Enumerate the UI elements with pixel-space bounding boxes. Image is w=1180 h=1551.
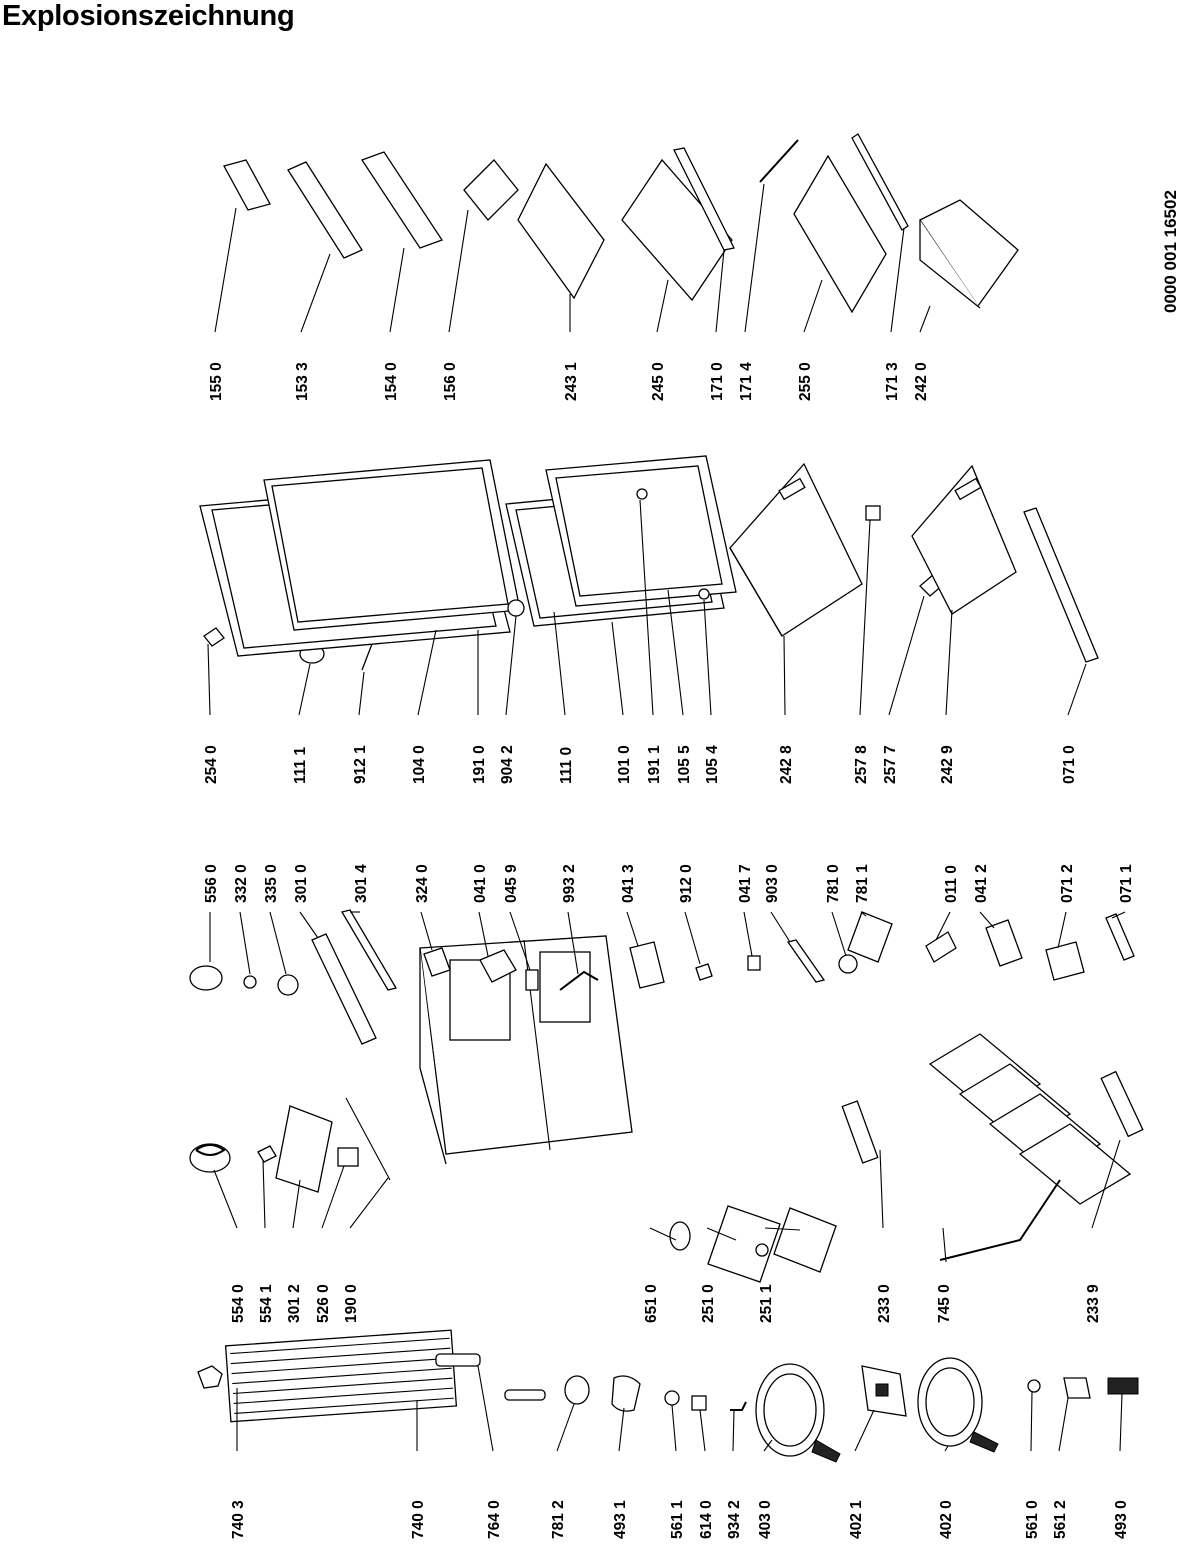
part-number-c3-7811: 781 1 — [854, 864, 871, 903]
part-number-c3-0712: 071 2 — [1059, 864, 1076, 903]
document-number: 0000 001 16502 — [1161, 190, 1180, 313]
part-drawing — [189, 909, 1135, 1045]
part-number-c3-9932: 993 2 — [561, 864, 578, 903]
part-number-c1-6140: 614 0 — [698, 1500, 715, 1539]
part-number-c5-1540: 154 0 — [383, 362, 400, 401]
part-number-c5-2431: 243 1 — [563, 362, 580, 401]
part-number-c3-0459: 045 9 — [503, 864, 520, 903]
part-number-labels: 740 3 740 0 764 0 781 2 493 1 561 1 614 0 934 2… — [203, 362, 1135, 1539]
part-number-c1-5610: 561 0 — [1024, 1500, 1041, 1539]
part-number-c1-9342: 934 2 — [726, 1500, 743, 1539]
part-number-c2-2510: 251 0 — [700, 1284, 717, 1323]
part-number-c3-5560: 556 0 — [203, 864, 220, 903]
part-drawings — [189, 133, 1144, 1463]
part-number-c3-7810: 781 0 — [825, 864, 842, 903]
part-number-c4-2577: 257 7 — [882, 745, 899, 784]
part-drawing — [199, 455, 1099, 671]
part-number-c2-2330: 233 0 — [876, 1284, 893, 1323]
part-number-c4-1110: 111 0 — [558, 747, 575, 784]
part-number-c3-9120: 912 0 — [678, 864, 695, 903]
part-number-c4-2578: 257 8 — [853, 745, 870, 784]
part-number-c3-3350: 335 0 — [263, 864, 280, 903]
part-number-c4-9121: 912 1 — [352, 745, 369, 784]
part-number-c4-1040: 104 0 — [411, 745, 428, 784]
part-number-c1-4930: 493 0 — [1113, 1500, 1130, 1539]
part-number-c3-0412: 041 2 — [973, 864, 990, 903]
part-number-c3-9030: 903 0 — [764, 864, 781, 903]
part-drawing — [223, 133, 1019, 314]
part-number-c1-7400: 740 0 — [410, 1500, 427, 1539]
part-number-c3-3240: 324 0 — [414, 864, 431, 903]
part-number-c1-7640: 764 0 — [486, 1500, 503, 1539]
part-number-c3-3014: 301 4 — [353, 864, 370, 903]
part-number-c5-1710: 171 0 — [709, 362, 726, 401]
part-number-c4-1054: 105 4 — [704, 745, 721, 784]
part-drawing — [189, 935, 1144, 1283]
part-number-c1-4931: 493 1 — [612, 1500, 629, 1539]
part-number-c2-5541: 554 1 — [258, 1284, 275, 1323]
part-number-c2-5540: 554 0 — [230, 1284, 247, 1323]
part-number-c2-1900: 190 0 — [343, 1284, 360, 1323]
part-number-c2-6510: 651 0 — [643, 1284, 660, 1323]
part-number-c1-4030: 403 0 — [757, 1500, 774, 1539]
part-number-c5-1714: 171 4 — [738, 362, 755, 401]
part-number-c2-5260: 526 0 — [315, 1284, 332, 1323]
part-number-c5-1713: 171 3 — [884, 362, 901, 401]
part-number-c4-2428: 242 8 — [778, 745, 795, 784]
part-number-c3-0413: 041 3 — [620, 864, 637, 903]
part-number-c4-1911: 191 1 — [646, 745, 663, 784]
part-number-c2-7450: 745 0 — [936, 1284, 953, 1323]
part-number-c4-1910: 191 0 — [471, 745, 488, 784]
part-number-c3-0711: 071 1 — [1118, 864, 1135, 903]
part-number-c2-3012: 301 2 — [286, 1284, 303, 1323]
part-number-c1-7403: 740 3 — [230, 1500, 247, 1539]
part-number-c3-0110: 011 0 — [943, 865, 960, 903]
part-number-c4-1111: 111 1 — [292, 747, 309, 784]
part-drawing — [197, 1329, 1139, 1463]
part-number-c3-0417: 041 7 — [737, 864, 754, 903]
part-number-c1-5612: 561 2 — [1052, 1500, 1069, 1539]
part-number-c1-4020: 402 0 — [938, 1500, 955, 1539]
part-number-c1-4021: 402 1 — [848, 1500, 865, 1539]
part-number-c3-3010: 301 0 — [293, 864, 310, 903]
part-number-c2-2339: 233 9 — [1085, 1284, 1102, 1323]
part-number-c4-2429: 242 9 — [939, 745, 956, 784]
part-number-c5-2420: 242 0 — [913, 362, 930, 401]
part-number-c5-1560: 156 0 — [442, 362, 459, 401]
part-number-c1-5611: 561 1 — [669, 1500, 686, 1539]
part-number-c4-2540: 254 0 — [203, 745, 220, 784]
page-title: Explosionszeichnung — [2, 0, 295, 32]
part-number-c4-0710: 071 0 — [1061, 745, 1078, 784]
part-number-c4-1055: 105 5 — [676, 745, 693, 784]
part-number-c1-7812: 781 2 — [550, 1500, 567, 1539]
part-number-c2-2511: 251 1 — [758, 1284, 775, 1323]
part-number-c4-9042: 904 2 — [499, 745, 516, 784]
leader-lines — [207, 183, 1126, 1452]
part-number-c3-0410: 041 0 — [472, 864, 489, 903]
part-number-c5-2550: 255 0 — [797, 362, 814, 401]
part-number-c5-1550: 155 0 — [208, 362, 225, 401]
part-number-c3-3320: 332 0 — [233, 864, 250, 903]
part-number-c4-1010: 101 0 — [616, 745, 633, 784]
part-number-c5-1533: 153 3 — [294, 362, 311, 401]
part-number-c5-2450: 245 0 — [650, 362, 667, 401]
